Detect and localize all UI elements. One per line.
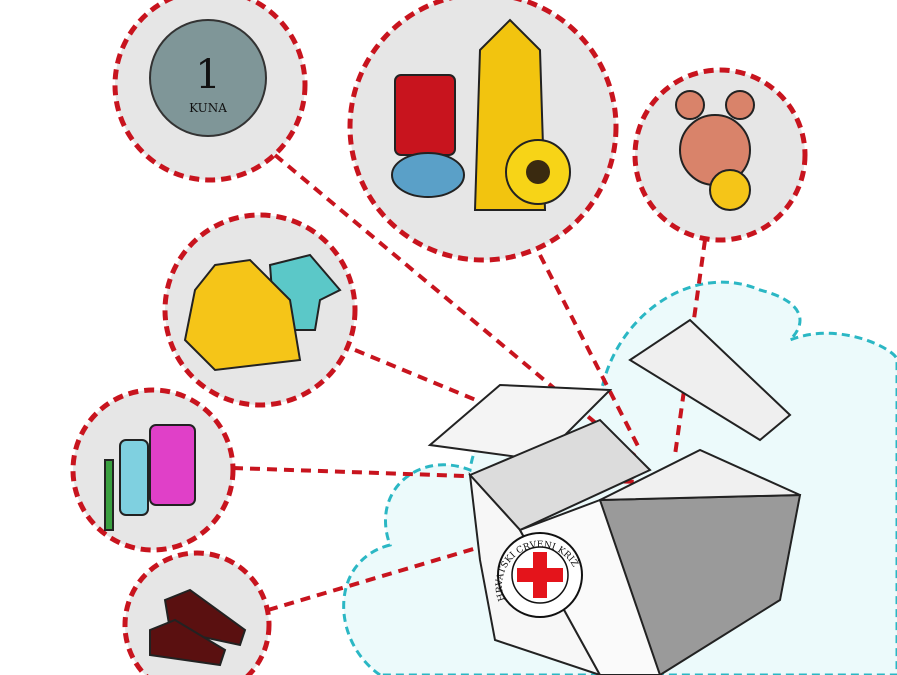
shoe-icon — [149, 618, 227, 667]
shoes-circle — [122, 550, 272, 675]
coin-currency: KUNA — [189, 101, 227, 115]
toothbrush-icon — [104, 459, 114, 531]
red-cross-box: HRVATSKI CRVENI KRIŽ — [427, 318, 802, 675]
food-circle — [347, 0, 619, 263]
raincoat-icon — [183, 258, 302, 372]
toothpaste-icon — [119, 439, 149, 516]
toys-circle — [632, 67, 808, 243]
coin-value: 1 — [195, 52, 220, 98]
clothes-circle — [162, 212, 358, 408]
red-cross-logo: HRVATSKI CRVENI KRIŽ — [495, 532, 583, 618]
can-icon — [394, 74, 456, 156]
fish-can-icon — [391, 152, 465, 198]
money-circle: 1 KUNA — [112, 0, 308, 183]
soap-bottle-icon — [149, 424, 196, 506]
ball-icon — [709, 169, 751, 211]
hygiene-circle — [70, 387, 236, 553]
coin-icon — [149, 19, 267, 137]
